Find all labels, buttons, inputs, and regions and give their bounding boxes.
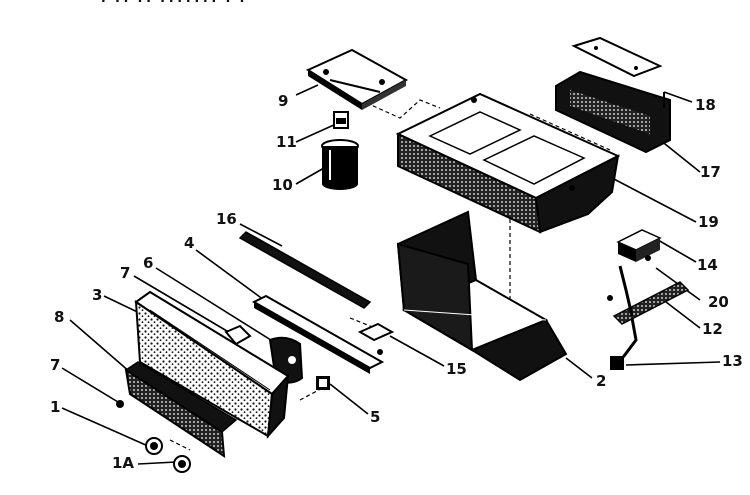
callout-19: 19 bbox=[698, 213, 719, 231]
part-16-top-rail bbox=[238, 231, 372, 309]
callout-9: 9 bbox=[278, 92, 289, 110]
part-2-cabinet-base bbox=[396, 210, 568, 382]
part-11-bracket bbox=[333, 111, 349, 129]
part-14-relay-block bbox=[616, 229, 662, 262]
cropped-header-text: ? ?? ?? ??????? ? ? bbox=[100, 0, 247, 6]
part-20-screw bbox=[607, 295, 613, 301]
part-1a-knob bbox=[173, 455, 191, 473]
part-12-heater-bar bbox=[612, 265, 690, 325]
callout-3: 3 bbox=[92, 286, 103, 304]
dashed-guides bbox=[169, 99, 621, 451]
callout-4: 4 bbox=[184, 234, 195, 252]
callout-18: 18 bbox=[695, 96, 716, 114]
callout-1: 1 bbox=[50, 398, 61, 416]
part-3-front-grille bbox=[134, 290, 290, 439]
callout-14: 14 bbox=[697, 256, 718, 274]
part-7-knob-clip bbox=[224, 324, 252, 346]
part-13-cord bbox=[610, 317, 638, 370]
callout-12: 12 bbox=[702, 320, 723, 338]
part-7-screw bbox=[116, 400, 124, 408]
callout-8: 8 bbox=[54, 308, 65, 326]
part-4-side-rail bbox=[251, 294, 385, 374]
part-9-control-board bbox=[305, 48, 409, 110]
part-18-cover-plate bbox=[571, 36, 663, 78]
callout-15: 15 bbox=[446, 360, 467, 378]
part-19-top-cabinet bbox=[395, 92, 621, 234]
leader-lines bbox=[61, 84, 721, 465]
part-5-bracket bbox=[316, 376, 330, 390]
part-17-blower-housing bbox=[555, 70, 671, 154]
part-8-control-panel bbox=[124, 361, 238, 458]
callout-10: 10 bbox=[272, 176, 293, 194]
callout-7-left: 7 bbox=[50, 356, 61, 374]
callout-11: 11 bbox=[276, 133, 297, 151]
part-1-knob bbox=[145, 437, 163, 455]
callout-17: 17 bbox=[700, 163, 721, 181]
callout-5: 5 bbox=[370, 408, 381, 426]
callout-7-top: 7 bbox=[120, 264, 131, 282]
part-15-clip bbox=[357, 322, 395, 355]
callout-16: 16 bbox=[216, 210, 237, 228]
callout-6: 6 bbox=[143, 254, 154, 272]
callout-1a: 1A bbox=[112, 454, 135, 472]
callout-20: 20 bbox=[708, 293, 729, 311]
callout-2: 2 bbox=[596, 372, 607, 390]
part-10-capacitor bbox=[321, 139, 359, 190]
callout-13: 13 bbox=[722, 352, 743, 370]
